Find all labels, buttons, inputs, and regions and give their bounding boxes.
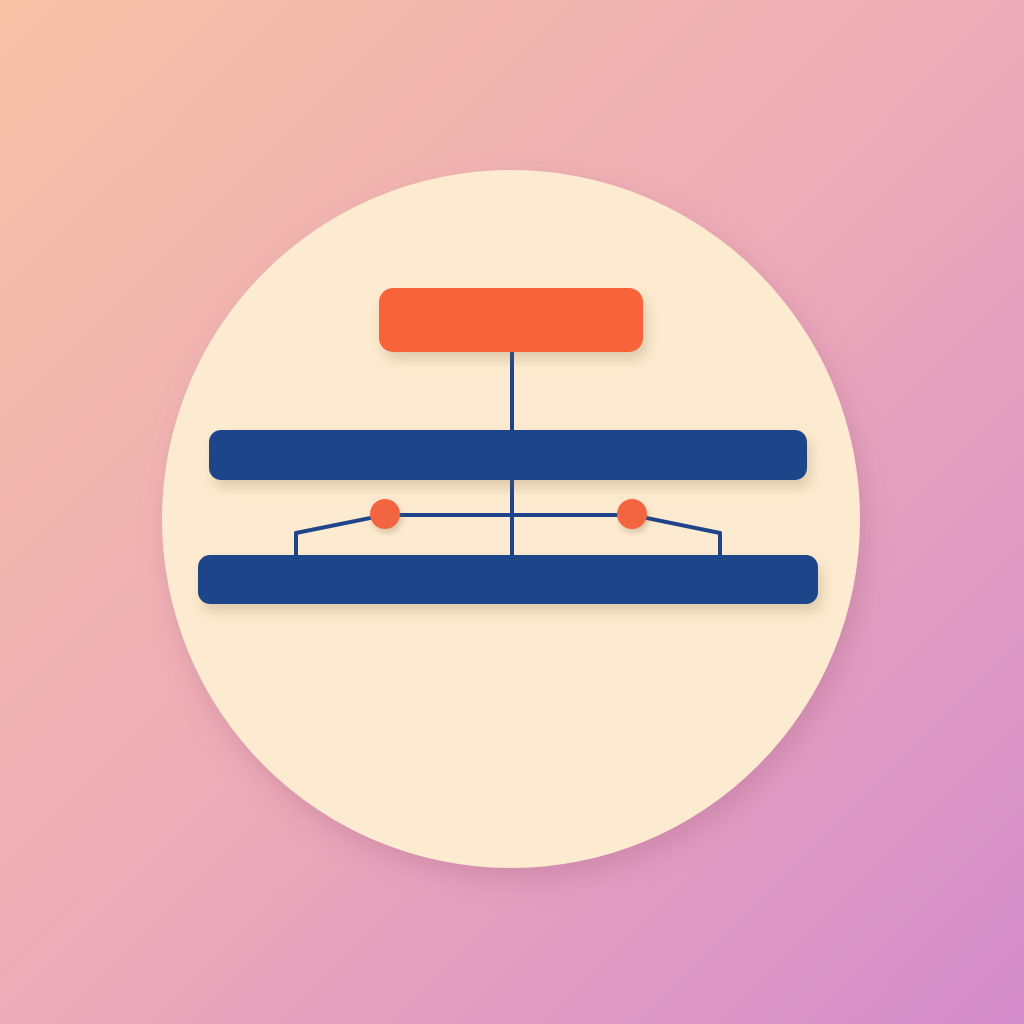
left-node: [370, 499, 400, 529]
top-block: [379, 288, 643, 352]
bottom-bar: [198, 555, 818, 604]
right-branch-line: [630, 513, 722, 558]
left-branch-line: [294, 513, 387, 558]
middle-bar: [209, 430, 807, 480]
right-node: [617, 499, 647, 529]
